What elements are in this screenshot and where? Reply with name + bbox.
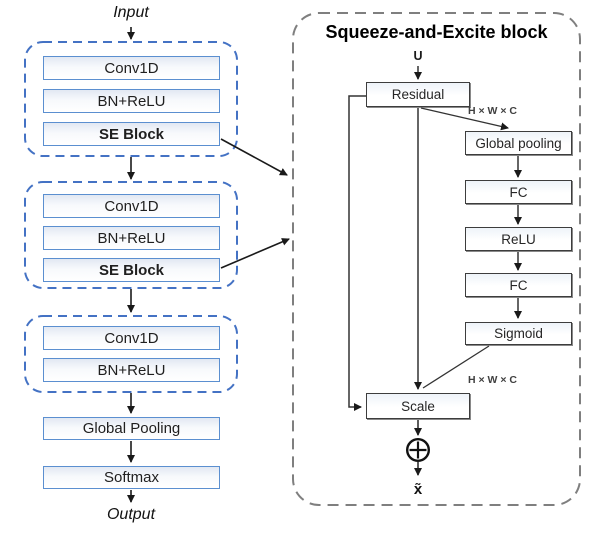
scale-box: Scale	[366, 393, 470, 419]
input-label: Input	[113, 4, 149, 21]
se-block-layer-1: SE Block	[43, 122, 220, 146]
se-block-layer-2: SE Block	[43, 258, 220, 282]
conv1d-layer-3: Conv1D	[43, 326, 220, 350]
dim-label-bottom: H × W × C	[468, 374, 518, 386]
fc2-box: FC	[465, 273, 572, 297]
u-input-label: U	[413, 49, 423, 63]
conv1d-layer-1: Conv1D	[43, 56, 220, 80]
sigmoid-box: Sigmoid	[465, 322, 572, 345]
conv1d-layer-2: Conv1D	[43, 194, 220, 218]
se-panel-title: Squeeze-and-Excite block	[325, 22, 548, 42]
output-label: Output	[106, 506, 156, 523]
se-global-pooling-box: Global pooling	[465, 131, 572, 155]
softmax-box: Softmax	[43, 466, 220, 489]
relu-box: ReLU	[465, 227, 572, 251]
fc1-box: FC	[465, 180, 572, 204]
bn-relu-layer-2: BN+ReLU	[43, 226, 220, 250]
global-pooling-box: Global Pooling	[43, 417, 220, 440]
dim-label-top: H × W × C	[468, 105, 518, 117]
bn-relu-layer-3: BN+ReLU	[43, 358, 220, 382]
x-tilde-output-label: x̃	[413, 481, 423, 498]
circled-plus-icon	[405, 437, 431, 463]
bn-relu-layer-1: BN+ReLU	[43, 89, 220, 113]
residual-box: Residual	[366, 82, 470, 107]
